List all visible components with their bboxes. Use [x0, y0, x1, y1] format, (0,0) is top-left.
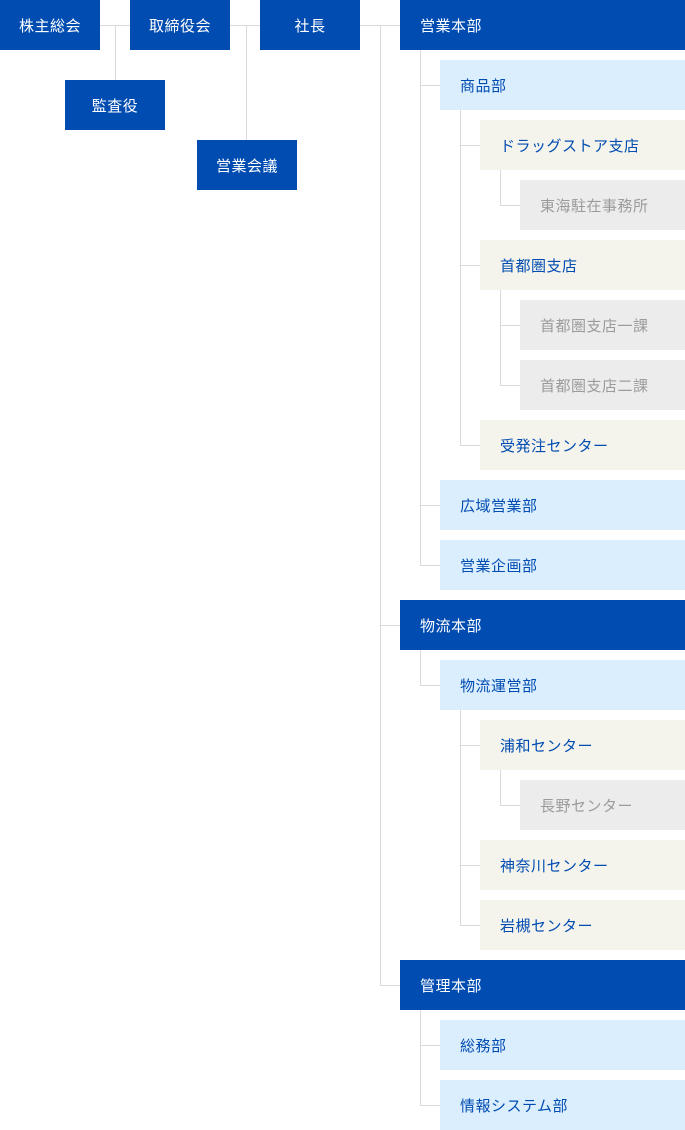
- connector-line: [100, 25, 400, 26]
- connector-line: [460, 445, 480, 446]
- connector-line: [500, 325, 520, 326]
- node-division-admin: 管理本部: [400, 960, 685, 1010]
- connector-line: [420, 650, 421, 686]
- connector-line: [420, 50, 421, 566]
- node-shareholders-meeting: 株主総会: [0, 0, 100, 50]
- connector-line: [500, 170, 501, 206]
- connector-line: [420, 1045, 440, 1046]
- connector-line: [460, 710, 461, 926]
- connector-line: [420, 685, 440, 686]
- node-division-logistics: 物流本部: [400, 600, 685, 650]
- connector-line: [380, 25, 381, 986]
- node-branch-kanagawa: 神奈川センター: [480, 840, 685, 890]
- connector-line: [460, 265, 480, 266]
- node-dept-general-affairs: 総務部: [440, 1020, 685, 1070]
- connector-line: [420, 565, 440, 566]
- node-dept-logistics-ops: 物流運営部: [440, 660, 685, 710]
- node-branch-order-center: 受発注センター: [480, 420, 685, 470]
- connector-line: [460, 145, 480, 146]
- connector-line: [500, 205, 520, 206]
- connector-line: [500, 385, 520, 386]
- node-branch-iwatsuki: 岩槻センター: [480, 900, 685, 950]
- connector-line: [460, 925, 480, 926]
- connector-line: [380, 985, 400, 986]
- connector-line: [460, 110, 461, 446]
- connector-line: [460, 745, 480, 746]
- node-board-of-directors: 取締役会: [130, 0, 230, 50]
- node-dept-regional-sales: 広域営業部: [440, 480, 685, 530]
- node-auditor: 監査役: [65, 80, 165, 130]
- connector-line: [420, 85, 440, 86]
- connector-line: [460, 865, 480, 866]
- node-dept-merchandise: 商品部: [440, 60, 685, 110]
- node-office-shutoken-2: 首都圏支店二課: [520, 360, 685, 410]
- node-branch-shutoken: 首都圏支店: [480, 240, 685, 290]
- node-division-sales: 営業本部: [400, 0, 685, 50]
- node-dept-sales-planning: 営業企画部: [440, 540, 685, 590]
- node-president: 社長: [260, 0, 360, 50]
- connector-line: [420, 1105, 440, 1106]
- connector-line: [420, 505, 440, 506]
- connector-line: [500, 290, 501, 386]
- connector-line: [420, 1010, 421, 1106]
- node-office-tokai: 東海駐在事務所: [520, 180, 685, 230]
- node-dept-information-systems: 情報システム部: [440, 1080, 685, 1130]
- connector-line: [500, 805, 520, 806]
- node-branch-drugstore: ドラッグストア支店: [480, 120, 685, 170]
- connector-line: [380, 625, 400, 626]
- node-sales-meeting: 営業会議: [197, 140, 297, 190]
- connector-line: [500, 770, 501, 806]
- connector-line: [246, 25, 247, 140]
- node-branch-urawa: 浦和センター: [480, 720, 685, 770]
- node-office-nagano: 長野センター: [520, 780, 685, 830]
- node-office-shutoken-1: 首都圏支店一課: [520, 300, 685, 350]
- connector-line: [115, 25, 116, 80]
